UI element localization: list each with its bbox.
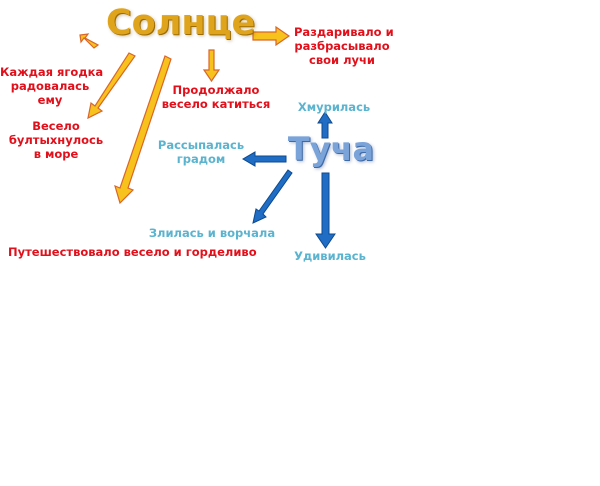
cloud-action-left-line-1: Рассыпалась	[157, 138, 245, 152]
cloud-arrow-left	[242, 151, 287, 167]
sun-action-top-right-line-1: Раздаривало и	[294, 25, 394, 39]
cloud-action-down-left: Злилась и ворчала	[148, 226, 276, 240]
sun-action-left-line-3: ему	[37, 92, 63, 107]
sun-action-left-lower-line-1: Весело	[32, 119, 80, 133]
sun-action-bottom: Продолжало весело катиться	[158, 83, 274, 112]
sun-arrow-up-left	[79, 33, 100, 49]
sun-action-left-lower: Весело бултыхнулось в море	[6, 119, 106, 161]
cloud-action-left: Рассыпалась градом	[156, 138, 246, 167]
sun-action-top-right-line-3: свои лучи	[309, 52, 375, 67]
sun-action-left-line-1: Каждая ягодка	[0, 65, 104, 79]
sun-action-left: Каждая ягодка радовалась ему	[0, 65, 104, 107]
cloud-arrow-down	[315, 172, 336, 249]
cloud-arrow-up	[317, 111, 333, 139]
sun-arrow-down	[202, 49, 221, 83]
sun-action-far-bottom: Путешествовало весело и горделиво	[8, 245, 257, 259]
sun-action-left-line-2: радовалась	[10, 78, 90, 93]
sun-arrow-diag-long	[114, 55, 172, 205]
cloud-action-up: Хмурилась	[297, 100, 371, 114]
cloud-action-down: Удивилась	[294, 249, 366, 263]
sun-action-left-lower-line-3: в море	[33, 146, 79, 161]
sun-title: Солнце	[106, 3, 256, 43]
sun-action-top-right-line-2: разбрасывало	[294, 38, 390, 53]
sun-arrow-diag-short	[87, 52, 136, 120]
sun-action-left-lower-line-2: бултыхнулось	[8, 132, 104, 147]
cloud-title: Туча	[287, 130, 375, 168]
sun-action-bottom-line-1: Продолжало	[172, 83, 260, 97]
sun-action-top-right: Раздаривало и разбрасывало свои лучи	[294, 25, 394, 67]
cloud-arrow-down-left	[252, 169, 293, 224]
sun-arrow-right	[252, 25, 291, 47]
sun-action-bottom-line-2: весело катиться	[161, 96, 271, 111]
cloud-action-left-line-2: градом	[176, 151, 226, 166]
